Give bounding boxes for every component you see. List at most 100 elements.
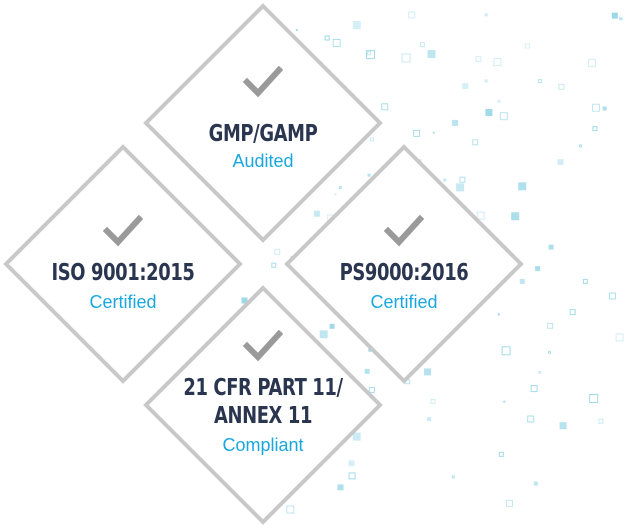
checkmark-icon bbox=[243, 329, 283, 362]
badge-ps9000: PS9000:2016 Certified bbox=[284, 144, 524, 384]
particle-square bbox=[424, 368, 432, 376]
diamond-frame bbox=[3, 144, 243, 384]
badge-subtitle: Certified bbox=[370, 292, 438, 312]
badge-title-line-1: 21 CFR PART 11/ bbox=[183, 375, 343, 401]
particle-square bbox=[548, 244, 554, 250]
particle-square bbox=[501, 346, 511, 356]
particle-square bbox=[579, 144, 582, 148]
particle-square bbox=[271, 262, 277, 268]
particle-square bbox=[559, 422, 567, 430]
checkmark-icon bbox=[103, 214, 143, 247]
particle-square bbox=[592, 126, 598, 132]
particle-square bbox=[537, 79, 542, 84]
particle-square bbox=[587, 58, 596, 67]
particle-square bbox=[548, 350, 551, 354]
particle-square bbox=[401, 53, 411, 63]
particle-square bbox=[485, 109, 493, 116]
particle-square bbox=[503, 400, 506, 403]
particle-square bbox=[530, 385, 538, 393]
particle-square bbox=[615, 333, 624, 342]
particle-square bbox=[367, 51, 371, 56]
particle-square bbox=[475, 56, 482, 63]
particle-square bbox=[295, 29, 298, 32]
particle-square bbox=[337, 484, 344, 491]
particle-square bbox=[493, 58, 502, 67]
badge-21-cfr-part-11: 21 CFR PART 11/ ANNEX 11 Compliant bbox=[143, 285, 383, 525]
particle-square bbox=[329, 323, 335, 329]
particle-square bbox=[370, 137, 374, 142]
particle-square bbox=[592, 103, 600, 112]
particle-square bbox=[589, 394, 599, 403]
checkmark-icon bbox=[384, 214, 424, 247]
particle-square bbox=[241, 297, 248, 304]
particle-square bbox=[364, 368, 370, 374]
particle-square bbox=[484, 79, 488, 83]
particle-square bbox=[608, 292, 616, 300]
particle-square bbox=[557, 159, 564, 166]
badge-title: ISO 9001:2015 bbox=[51, 260, 195, 286]
particle-square bbox=[443, 178, 447, 182]
particle-square bbox=[427, 417, 431, 422]
particle-square bbox=[352, 21, 361, 29]
diamond-frame bbox=[143, 3, 383, 243]
particle-square bbox=[538, 371, 542, 374]
particle-square bbox=[462, 83, 469, 90]
particle-square bbox=[367, 173, 371, 177]
particle-square bbox=[352, 432, 361, 441]
particle-square bbox=[619, 17, 623, 21]
particle-square bbox=[582, 278, 588, 284]
particle-square bbox=[547, 322, 554, 329]
particle-square bbox=[484, 13, 488, 17]
particle-square bbox=[413, 129, 421, 137]
badge-gmp-gamp: GMP/GAMP Audited bbox=[143, 3, 383, 243]
badge-title: PS9000:2016 bbox=[339, 260, 469, 286]
particle-square bbox=[366, 50, 375, 60]
particle-square bbox=[533, 481, 538, 486]
particle-square bbox=[313, 210, 320, 217]
particle-square bbox=[497, 313, 500, 316]
particle-square bbox=[498, 451, 504, 457]
badge-iso-9001: ISO 9001:2015 Certified bbox=[3, 144, 243, 384]
particle-square bbox=[456, 183, 465, 192]
badge-title: GMP/GAMP bbox=[208, 121, 318, 147]
particle-square bbox=[497, 99, 501, 103]
particle-square bbox=[430, 398, 436, 404]
diamond-frame bbox=[284, 144, 524, 384]
particle-square bbox=[518, 182, 527, 191]
particle-square bbox=[432, 131, 435, 134]
particle-square bbox=[527, 415, 535, 423]
particle-square bbox=[319, 330, 328, 339]
particle-square bbox=[332, 39, 341, 47]
particle-square bbox=[324, 35, 330, 41]
particle-square bbox=[524, 43, 530, 49]
particle-square bbox=[348, 472, 356, 480]
particle-square bbox=[427, 50, 436, 59]
particle-square bbox=[511, 212, 520, 221]
particle-square bbox=[368, 386, 375, 393]
particle-square bbox=[274, 248, 281, 255]
particle-square bbox=[602, 106, 607, 111]
particle-square bbox=[569, 309, 576, 316]
particle-square bbox=[286, 505, 295, 514]
particle-square bbox=[348, 460, 355, 467]
badge-subtitle: Compliant bbox=[222, 435, 304, 455]
diamond-frame bbox=[143, 285, 383, 525]
particle-square bbox=[535, 266, 541, 272]
particle-square bbox=[611, 12, 618, 19]
particle-square bbox=[499, 112, 508, 121]
particle-square bbox=[476, 211, 485, 220]
particle-square bbox=[381, 103, 389, 111]
particle-square bbox=[472, 139, 479, 146]
particle-square bbox=[338, 186, 342, 189]
particle-square bbox=[452, 119, 459, 126]
particle-square bbox=[558, 83, 565, 90]
particle-square bbox=[519, 278, 525, 284]
particle-square bbox=[419, 42, 425, 48]
particle-square bbox=[459, 176, 466, 183]
badge-subtitle: Certified bbox=[89, 292, 157, 312]
checkmark-icon bbox=[243, 65, 283, 98]
particle-square bbox=[408, 11, 416, 19]
particle-square bbox=[506, 499, 513, 507]
badge-subtitle: Audited bbox=[232, 151, 294, 171]
